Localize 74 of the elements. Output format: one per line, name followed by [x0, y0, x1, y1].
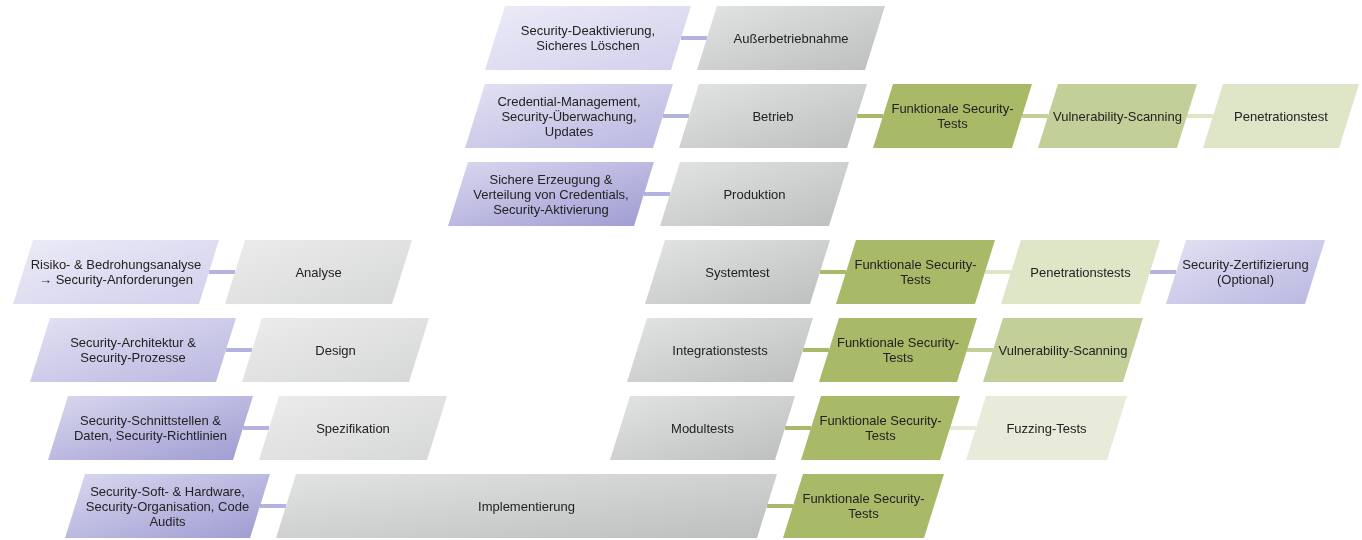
phase-parallelogram	[65, 474, 270, 538]
phase-parallelogram	[966, 396, 1127, 460]
phase-label: Security-Zertifizierung (Optional)	[1181, 257, 1310, 287]
phase-parallelogram	[13, 240, 219, 304]
connector-line	[967, 348, 993, 352]
phase-label: Security-Architektur & Security-Prozesse	[69, 335, 197, 365]
connector-line	[803, 348, 829, 352]
phase-label: Integrationstests	[671, 342, 769, 358]
phase-label: Produktion	[722, 186, 787, 202]
connector-line	[243, 426, 269, 430]
phase-label: Fuzzing-Tests	[1005, 420, 1088, 436]
phase-label: Funktionale Security-Tests	[818, 413, 943, 443]
connector-line	[260, 504, 286, 508]
phase-label: Funktionale Security-Tests	[853, 257, 978, 287]
connector-line	[950, 426, 976, 430]
connector-line	[226, 348, 252, 352]
phase-label: Spezifikation	[315, 420, 391, 436]
connector-line	[985, 270, 1011, 274]
phase-label: Funktionale Security-Tests	[801, 491, 926, 521]
connector-line	[857, 114, 883, 118]
phase-parallelogram	[259, 396, 447, 460]
phase-label: Security-Deaktivierung, Sicheres Löschen	[519, 23, 657, 53]
phase-label: Analyse	[294, 264, 343, 280]
phase-parallelogram	[276, 474, 777, 538]
phase-parallelogram	[30, 318, 236, 382]
connector-line	[785, 426, 811, 430]
phase-parallelogram	[465, 84, 673, 148]
connector-line	[1187, 114, 1213, 118]
phase-parallelogram	[873, 84, 1032, 148]
phase-parallelogram	[697, 6, 885, 70]
phase-parallelogram	[679, 84, 867, 148]
phase-label: Risiko- & Bedrohungsanalyse → Security-Anforderungen	[29, 257, 203, 287]
phase-label: Außerbetriebnahme	[732, 30, 850, 46]
phase-parallelogram	[448, 162, 654, 226]
phase-parallelogram	[1038, 84, 1197, 148]
phase-label: Security-Soft- & Hardware, Security-Organisation, Code Audits	[84, 483, 251, 529]
connector-line	[767, 504, 793, 508]
phase-label: Vulnerability-Scanning	[997, 342, 1129, 358]
phase-parallelogram	[819, 318, 977, 382]
phase-parallelogram	[1166, 240, 1325, 304]
phase-label: Credential-Management, Security-Überwachung, Updates	[496, 93, 642, 139]
connector-line	[663, 114, 689, 118]
phase-parallelogram	[242, 318, 429, 382]
phase-label: Funktionale Security-Tests	[890, 101, 1015, 131]
phase-parallelogram	[801, 396, 960, 460]
phase-label: Design	[314, 342, 357, 358]
phase-parallelogram	[1001, 240, 1160, 304]
phase-label: Funktionale Security-Tests	[835, 335, 961, 365]
phase-parallelogram	[627, 318, 813, 382]
connector-line	[209, 270, 235, 274]
phase-parallelogram	[836, 240, 995, 304]
phase-parallelogram	[983, 318, 1143, 382]
phase-parallelogram	[48, 396, 253, 460]
phase-parallelogram	[225, 240, 412, 304]
connector-line	[1022, 114, 1048, 118]
connector-line	[681, 36, 707, 40]
phase-label: Penetrationstest	[1233, 108, 1329, 124]
phase-parallelogram	[485, 6, 691, 70]
phase-parallelogram	[783, 474, 944, 538]
connector-line	[644, 192, 670, 196]
phase-parallelogram	[660, 162, 849, 226]
phase-label: Penetrationstests	[1029, 264, 1132, 280]
phase-parallelogram	[610, 396, 795, 460]
connector-line	[820, 270, 846, 274]
phase-label: Betrieb	[751, 108, 795, 124]
phase-label: Modultests	[670, 420, 735, 436]
phase-label: Implementierung	[477, 498, 576, 514]
connector-line	[1150, 270, 1176, 274]
phase-label: Systemtest	[704, 264, 771, 280]
phase-label: Sichere Erzeugung & Verteilung von Credentials, Security-Aktivierung	[472, 171, 630, 217]
phase-label: Vulnerability-Scanning	[1052, 108, 1183, 124]
phase-parallelogram	[1203, 84, 1359, 148]
phase-label: Security-Schnittstellen & Daten, Security-Richtlinien	[72, 413, 229, 443]
phase-parallelogram	[645, 240, 830, 304]
